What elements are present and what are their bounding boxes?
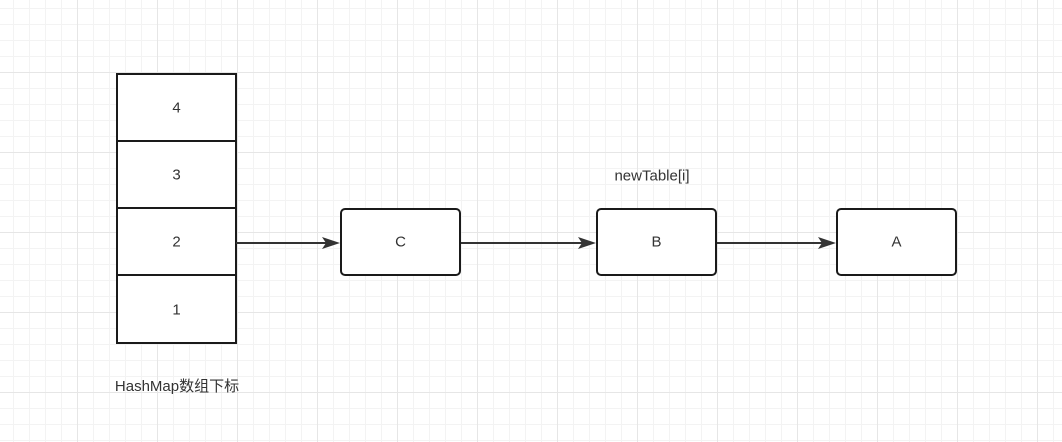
array-cell-4: 4 [116,73,237,142]
edge-2-to-c [236,237,340,249]
array-cell-label: 2 [172,234,180,251]
hashmap-array: 4 3 2 1 [116,73,237,344]
node-label: B [651,234,661,251]
node-c: C [340,208,461,276]
chain-label: newTable[i] [614,168,689,185]
array-cell-2: 2 [116,207,237,276]
arrowhead-icon [322,237,340,249]
node-label: A [891,234,901,251]
array-cell-3: 3 [116,140,237,209]
arrowhead-icon [818,237,836,249]
node-b: B [596,208,717,276]
node-label: C [395,234,406,251]
edge-c-to-b [460,237,596,249]
node-a: A [836,208,957,276]
array-cell-1: 1 [116,274,237,344]
array-caption: HashMap数组下标 [114,378,240,395]
arrowhead-icon [578,237,596,249]
edge-b-to-a [716,237,836,249]
array-cell-label: 4 [172,100,180,117]
array-cell-label: 1 [172,302,180,319]
array-cell-label: 3 [172,167,180,184]
